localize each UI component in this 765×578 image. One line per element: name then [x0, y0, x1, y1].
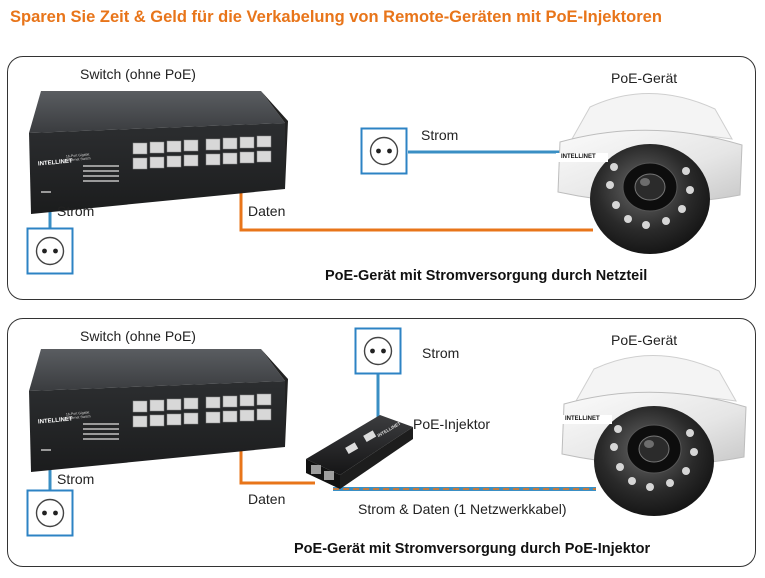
- panel-caption: PoE-Gerät mit Stromversorgung durch Netz…: [325, 268, 648, 284]
- panel-caption: PoE-Gerät mit Stromversorgung durch PoE-…: [294, 541, 651, 557]
- combined-cable-label: Strom & Daten (1 Netzwerkkabel): [358, 501, 567, 517]
- power-outlet-icon: [354, 327, 402, 375]
- data-cable: [239, 160, 593, 232]
- scenario-panel-power-supply: Switch (ohne PoE) PoE-Gerät Strom Strom …: [7, 56, 756, 300]
- device-label: PoE-Gerät: [611, 70, 678, 86]
- power-label-injector: Strom: [422, 345, 460, 361]
- poe-injector-device: [306, 415, 413, 489]
- power-outlet-icon: [26, 227, 74, 275]
- data-label: Daten: [248, 491, 286, 507]
- switch-device: [28, 349, 288, 473]
- injector-label: PoE-Injektor: [413, 416, 491, 432]
- power-label-switch: Strom: [57, 203, 95, 219]
- switch-label: Switch (ohne PoE): [80, 66, 196, 82]
- dome-camera-device: [559, 354, 747, 517]
- scenario-panel-poe-injector: Switch (ohne PoE) PoE-Gerät Strom PoE-In…: [7, 318, 756, 567]
- camera-brand-logo: INTELLINET: [561, 154, 596, 160]
- scenario-diagram-bottom: [26, 327, 747, 537]
- device-label: PoE-Gerät: [611, 332, 678, 348]
- power-outlet-icon: [26, 489, 74, 537]
- switch-label: Switch (ohne PoE): [80, 328, 196, 344]
- switch-device: [28, 91, 288, 215]
- power-label-device: Strom: [421, 127, 459, 143]
- page-title: Sparen Sie Zeit & Geld für die Verkabelu…: [10, 8, 662, 26]
- camera-brand-logo: INTELLINET: [565, 416, 600, 422]
- scenario-diagram-top: [26, 91, 743, 275]
- power-label-switch: Strom: [57, 471, 95, 487]
- data-label: Daten: [248, 203, 286, 219]
- power-outlet-icon: [360, 127, 408, 175]
